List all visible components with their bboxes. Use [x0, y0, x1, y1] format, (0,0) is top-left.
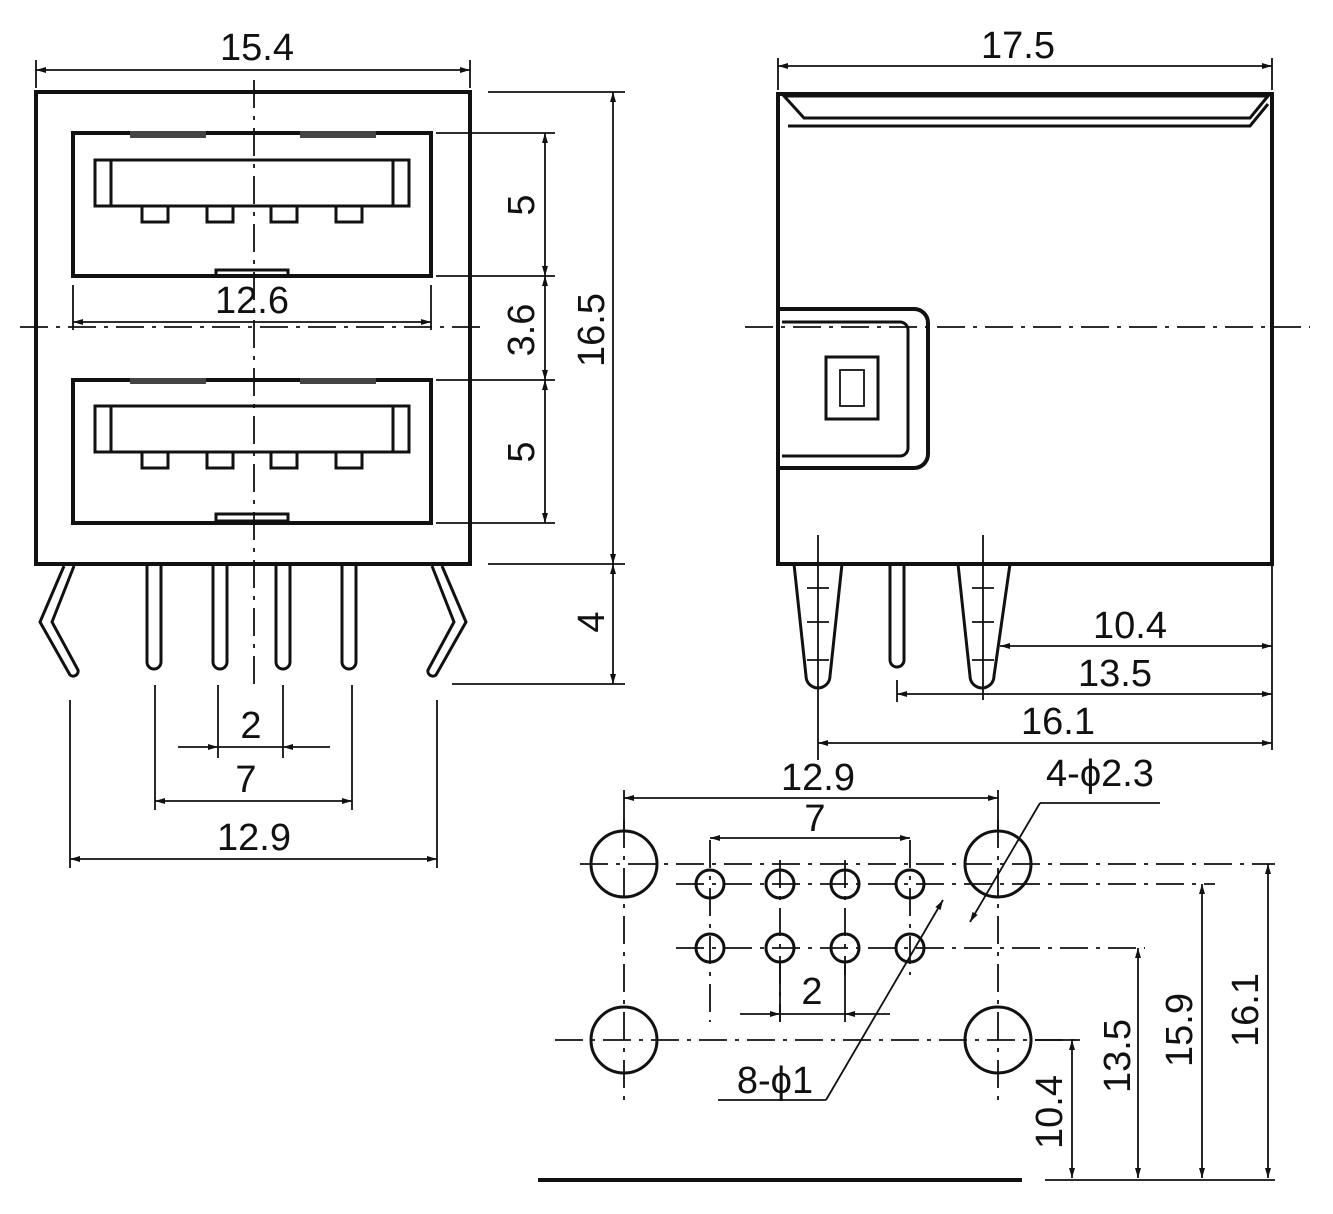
top-port-height-label: 5: [501, 194, 543, 215]
mount-hole: [589, 829, 659, 899]
pin-length-label: 4: [571, 611, 613, 632]
signal-hole: [894, 932, 926, 964]
side-overall-depth-label: 17.5: [981, 25, 1055, 67]
body-height-label: 16.5: [571, 293, 613, 367]
front-view: 15.4 12.6 5 3.6 5 16.5 4 2: [20, 27, 625, 868]
pin-pitch-label: 2: [240, 705, 261, 747]
signal-hole-pitch-label: 2: [801, 971, 822, 1013]
side-dim-b-label: 13.5: [1078, 653, 1152, 695]
signal-hole-callout-label: 8-ϕ1: [737, 1060, 813, 1102]
side-dim-c-label: 16.1: [1021, 701, 1095, 743]
signal-hole: [894, 868, 926, 900]
pcb-dim-a-label: 10.4: [1029, 1075, 1071, 1149]
pcb-dim-c-label: 15.9: [1159, 993, 1201, 1067]
bottom-port-height-label: 5: [501, 441, 543, 462]
mount-hole: [963, 829, 1033, 899]
top-usb-port: [71, 131, 433, 278]
pcb-dim-d-label: 16.1: [1225, 973, 1267, 1047]
front-pins: [38, 564, 468, 678]
port-gap-label: 3.6: [501, 304, 543, 357]
side-view: 17.5 10.4 13.5 16.1: [745, 25, 1310, 760]
front-overall-width-label: 15.4: [220, 27, 294, 69]
signal-hole: [829, 868, 861, 900]
side-housing: [776, 92, 1274, 566]
signal-hole-span-label: 7: [804, 798, 825, 840]
signal-hole: [694, 868, 726, 900]
pcb-dim-b-label: 13.5: [1097, 1019, 1139, 1093]
mount-hole: [963, 1005, 1033, 1075]
port-width-label: 12.6: [215, 280, 289, 322]
front-housing: [34, 90, 472, 566]
mount-pin-span-label: 12.9: [217, 817, 291, 859]
signal-hole: [764, 868, 796, 900]
side-dim-a-label: 10.4: [1093, 605, 1167, 647]
signal-hole: [694, 932, 726, 964]
mount-hole-callout-label: 4-ϕ2.3: [1046, 753, 1154, 795]
mount-hole: [589, 1005, 659, 1075]
signal-pin-span-label: 7: [235, 759, 256, 801]
mount-hole-span-label: 12.9: [781, 757, 855, 799]
pcb-layout: 12.9 7 4-ϕ2.3 2 8-ϕ1 10.4 13.5 15.9 16.1: [538, 753, 1275, 1182]
bottom-usb-port: [71, 378, 433, 525]
